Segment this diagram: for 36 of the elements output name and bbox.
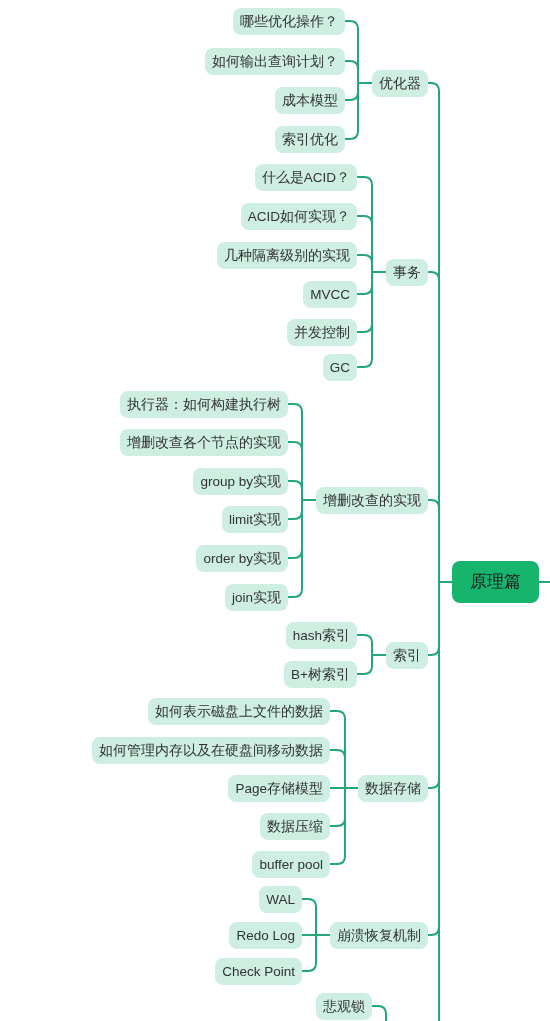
subtopic-box: Page存储模型: [228, 774, 330, 802]
subtopic-box: MVCC: [303, 280, 357, 308]
subtopic-box: 并发控制: [287, 318, 357, 346]
subtopic-box: buffer pool: [252, 850, 330, 878]
subtopic-box: 悲观锁: [316, 992, 372, 1020]
subtopic-box: 数据压缩: [260, 812, 330, 840]
subtopic-box: Redo Log: [229, 921, 302, 949]
subtopic-box: 什么是ACID？: [254, 163, 357, 191]
subtopic-box: 成本模型: [275, 86, 345, 114]
connector-line: [371, 1005, 387, 1021]
subtopic-box: B+树索引: [284, 660, 357, 688]
subtopic-box: GC: [322, 353, 357, 381]
topic-box: 数据存储: [358, 774, 428, 802]
subtopic-box: join实现: [225, 583, 288, 611]
subtopic-box: 如何管理内存以及在硬盘间移动数据: [92, 736, 330, 764]
connector-line: [538, 581, 550, 583]
subtopic-box: 执行器：如何构建执行树: [120, 390, 288, 418]
central-topic-box: 原理篇: [452, 561, 539, 603]
subtopic-box: 如何输出查询计划？: [205, 47, 345, 75]
subtopic-box: ACID如何实现？: [240, 202, 357, 230]
subtopic-box: hash索引: [285, 621, 357, 649]
subtopic-box: Check Point: [215, 957, 302, 985]
topic-box: 索引: [386, 641, 428, 669]
subtopic-box: order by实现: [196, 544, 288, 572]
subtopic-box: WAL: [259, 885, 302, 913]
subtopic-box: 哪些优化操作？: [233, 7, 345, 35]
topic-box: 优化器: [372, 69, 428, 97]
subtopic-box: group by实现: [193, 467, 288, 495]
subtopic-box: limit实现: [222, 505, 288, 533]
subtopic-box: 增删改查各个节点的实现: [120, 428, 288, 456]
subtopic-box: 如何表示磁盘上文件的数据: [148, 697, 330, 725]
topic-box: 崩溃恢复机制: [330, 921, 428, 949]
subtopic-box: 索引优化: [275, 125, 345, 153]
topic-box: 事务: [386, 258, 428, 286]
topic-box: 增删改查的实现: [316, 486, 428, 514]
subtopic-box: 几种隔离级别的实现: [217, 241, 357, 269]
